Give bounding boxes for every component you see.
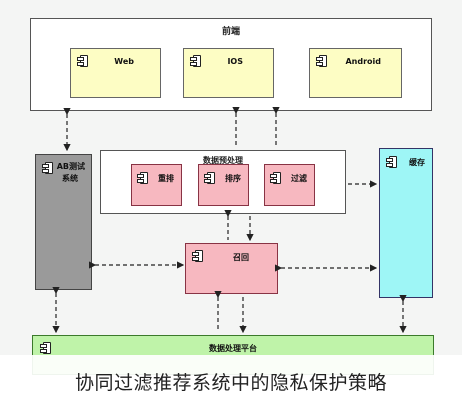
android-client-label: Android	[345, 57, 381, 66]
caption-band	[0, 355, 462, 400]
sort-box: 排序	[198, 164, 249, 206]
web-client-box: Web	[70, 48, 161, 98]
ab-test-label-line2: 系统	[62, 174, 78, 183]
ab-test-label-line1: AB测试	[56, 162, 85, 171]
rerank-box: 重排	[131, 164, 182, 206]
component-icon	[192, 250, 203, 262]
frontend-frame-title: 前端	[221, 27, 240, 37]
android-client-box: Android	[309, 48, 402, 98]
component-icon	[316, 55, 327, 67]
component-icon	[270, 172, 281, 184]
cache-box: 缓存	[379, 148, 433, 298]
cache-label: 缓存	[409, 158, 425, 167]
filter-label: 过滤	[291, 174, 307, 183]
filter-box: 过滤	[264, 164, 315, 206]
preprocessing-frame-title: 数据预处理	[203, 156, 243, 165]
component-icon	[42, 162, 53, 174]
sort-label: 排序	[225, 174, 241, 183]
rerank-label: 重排	[158, 174, 174, 183]
ios-client-label: IOS	[227, 57, 243, 66]
component-icon	[386, 156, 397, 168]
recall-label: 召回	[233, 253, 249, 262]
ios-client-box: IOS	[183, 48, 274, 98]
web-client-label: Web	[114, 57, 134, 66]
recall-box: 召回	[185, 243, 278, 294]
component-icon	[77, 55, 88, 67]
component-icon	[204, 172, 215, 184]
caption-text: 协同过滤推荐系统中的隐私保护策略	[74, 372, 387, 394]
ab-test-box: AB测试 系统	[35, 154, 92, 290]
component-icon	[137, 172, 148, 184]
data-platform-label: 数据处理平台	[209, 344, 257, 353]
component-icon	[40, 342, 51, 354]
component-icon	[190, 55, 201, 67]
